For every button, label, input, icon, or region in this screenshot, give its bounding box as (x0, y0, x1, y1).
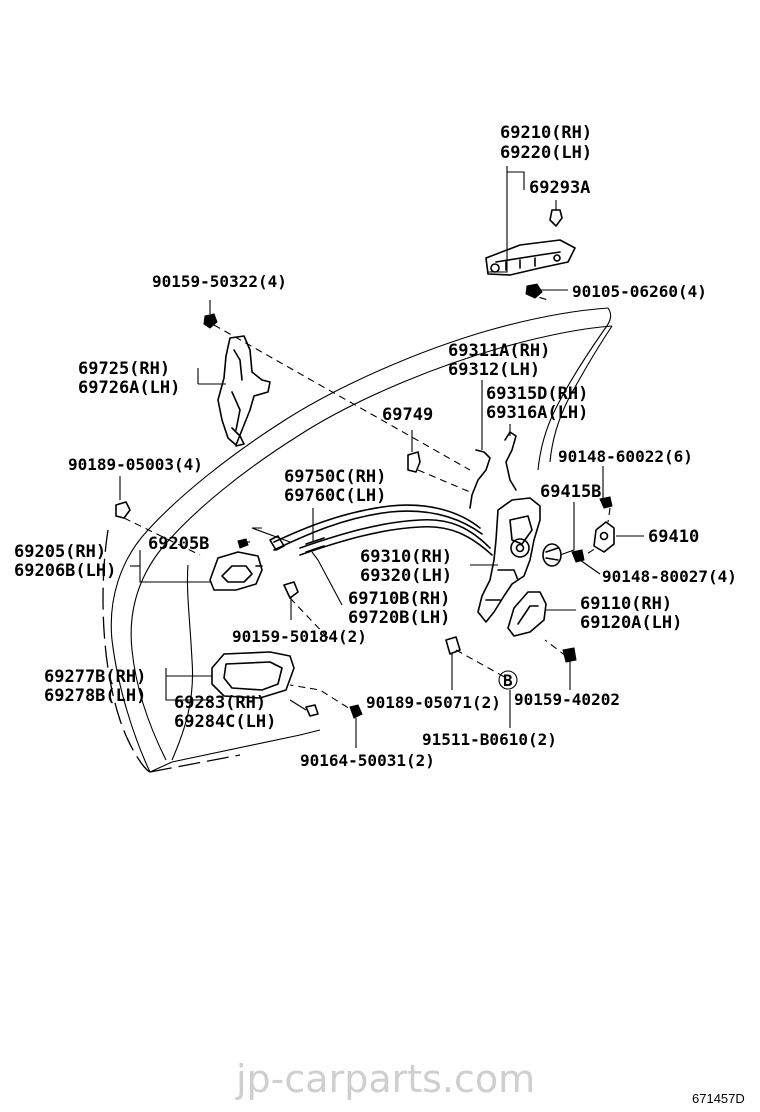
outside-handle-part (485, 209, 576, 299)
label-69220: 69220(LH) (500, 143, 592, 163)
label-69210: 69210(RH) (500, 123, 592, 143)
leader-lines (119, 166, 644, 748)
label-90105-06260: 90105-06260(4) (572, 282, 707, 301)
label-90148-80027: 90148-80027(4) (602, 567, 737, 586)
label-90159-50184: 90159-50184(2) (232, 627, 367, 646)
label-69710b: 69710B(RH) (348, 589, 450, 609)
door-outline (110, 307, 613, 773)
cable-parts (269, 504, 493, 556)
clip-parts (115, 451, 613, 719)
label-69277b: 69277B(RH) (44, 667, 146, 687)
callout-b: B (498, 670, 518, 690)
label-69110: 69110(RH) (580, 594, 672, 614)
label-69205b: 69205B (148, 534, 209, 554)
label-69750c: 69750C(RH) (284, 467, 386, 487)
label-69312: 69312(LH) (448, 360, 540, 380)
label-90189-05003: 90189-05003(4) (68, 455, 203, 474)
label-69293a: 69293A (529, 178, 590, 198)
handle-bezel-part (211, 651, 295, 699)
part-labels: 69210(RH) 69220(LH) 69293A 90105-06260(4… (14, 123, 737, 770)
door-stopper-part (203, 313, 271, 447)
label-69760c: 69760C(LH) (284, 486, 386, 506)
label-69725: 69725(RH) (78, 359, 170, 379)
label-69283: 69283(RH) (174, 693, 266, 713)
label-69316a: 69316A(LH) (486, 403, 588, 423)
label-69726a: 69726A(LH) (78, 378, 180, 398)
label-69320: 69320(LH) (360, 566, 452, 586)
striker-part (542, 521, 615, 567)
label-91511-b0610: 91511-B0610(2) (422, 730, 557, 749)
label-90148-60022: 90148-60022(6) (558, 447, 693, 466)
label-69206b: 69206B(LH) (14, 561, 116, 581)
lock-rod-parts (469, 431, 517, 509)
label-90189-05071: 90189-05071(2) (366, 693, 501, 712)
label-69205: 69205(RH) (14, 542, 106, 562)
label-69410: 69410 (648, 527, 699, 547)
lock-cover-part (507, 591, 547, 637)
label-90159-50322: 90159-50322(4) (152, 272, 287, 291)
watermark: jp-carparts.com (235, 1057, 535, 1101)
door-lock-assembly-part (477, 497, 541, 623)
label-69720b: 69720B(LH) (348, 608, 450, 628)
label-69278b: 69278B(LH) (44, 686, 146, 706)
label-69749: 69749 (382, 405, 433, 425)
label-69311a: 69311A(RH) (448, 341, 550, 361)
callout-b-label: B (503, 671, 513, 690)
label-90164-50031: 90164-50031(2) (300, 751, 435, 770)
diagram-code: 671457D (692, 1091, 745, 1106)
label-69415b: 69415B (540, 482, 601, 502)
inside-handle-part (209, 551, 263, 591)
label-90159-40202: 90159-40202 (514, 690, 620, 709)
label-69284c: 69284C(LH) (174, 712, 276, 732)
label-69315d: 69315D(RH) (486, 384, 588, 404)
label-69120a: 69120A(LH) (580, 613, 682, 633)
label-69310: 69310(RH) (360, 547, 452, 567)
